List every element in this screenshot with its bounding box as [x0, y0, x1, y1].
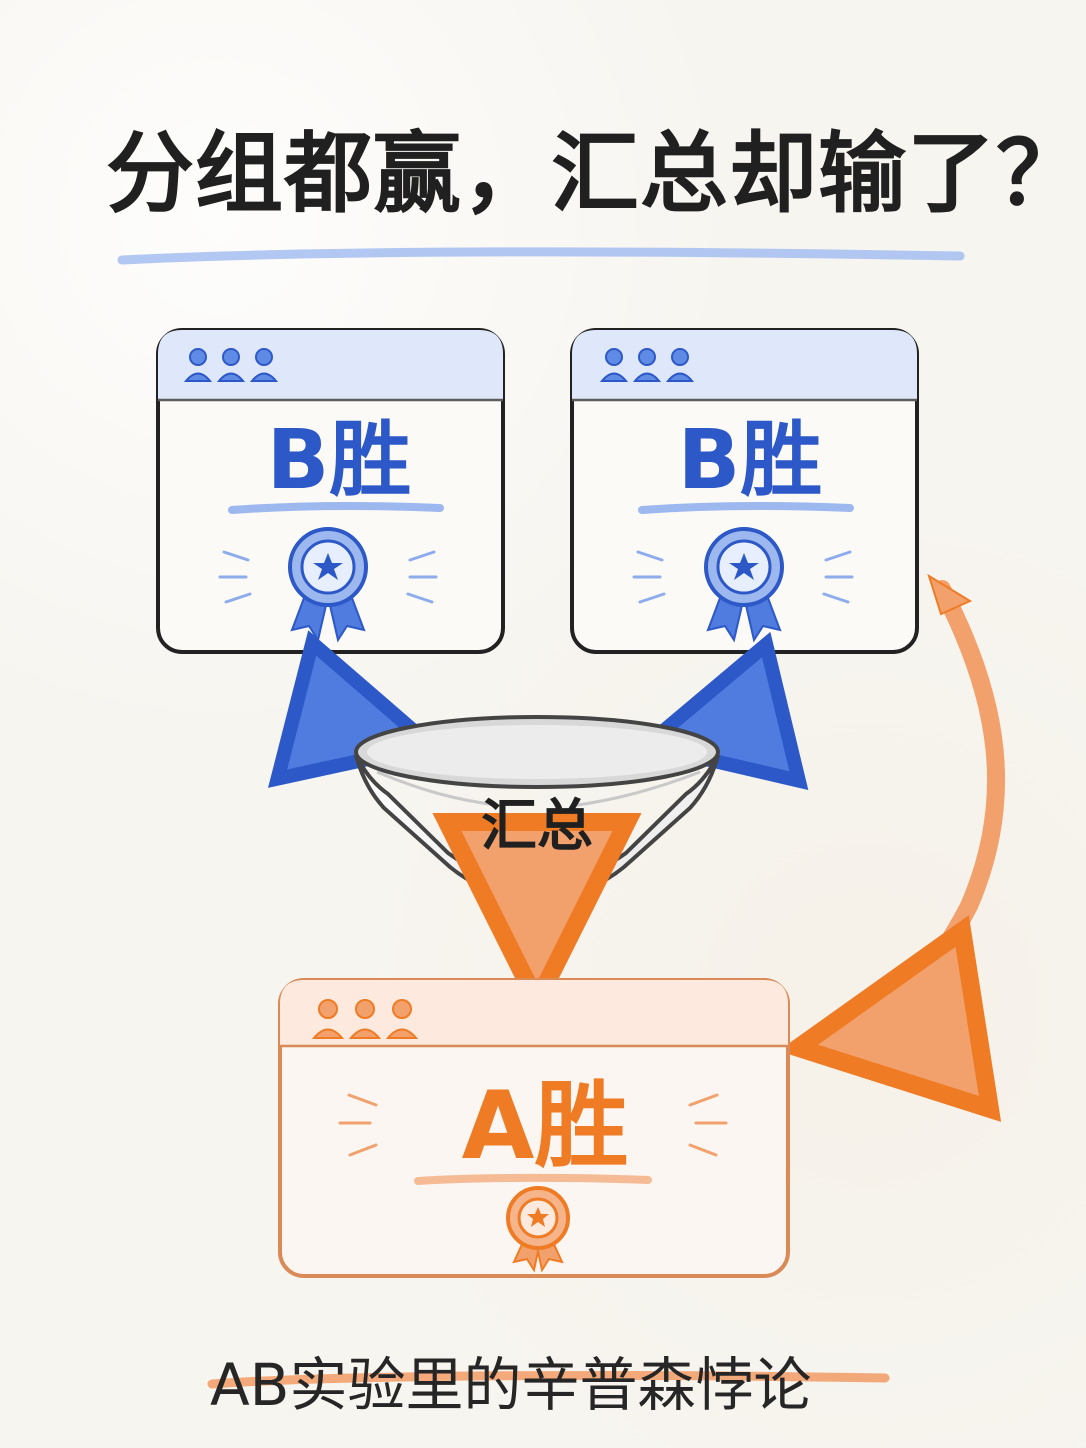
result-underline	[638, 501, 854, 514]
result-underline	[414, 1173, 652, 1185]
award-badge-icon	[704, 527, 784, 643]
page-title: 分组都赢，汇总却输了？	[106, 122, 1086, 225]
bottom-panel-result: A胜	[461, 1072, 629, 1181]
award-badge-icon	[506, 1186, 570, 1273]
funnel-label: 汇总	[481, 794, 593, 859]
top-left-panel	[156, 328, 505, 654]
bottom-panel	[278, 978, 790, 1278]
orange-feedback-arrow-start	[927, 573, 973, 616]
title-underline	[117, 247, 965, 265]
orange-feedback-arrow	[816, 580, 1006, 1045]
result-underline	[228, 501, 444, 514]
left-panel-result: B胜	[266, 413, 412, 508]
people-group-icon	[311, 999, 419, 1039]
subtitle: AB实验里的辛普森悖论	[210, 1351, 812, 1419]
award-badge-icon	[288, 527, 368, 643]
subtitle-underline	[207, 1371, 890, 1389]
people-group-icon	[183, 348, 279, 382]
right-panel-result: B胜	[677, 413, 823, 508]
top-right-panel	[570, 328, 919, 654]
people-group-icon	[599, 348, 695, 382]
